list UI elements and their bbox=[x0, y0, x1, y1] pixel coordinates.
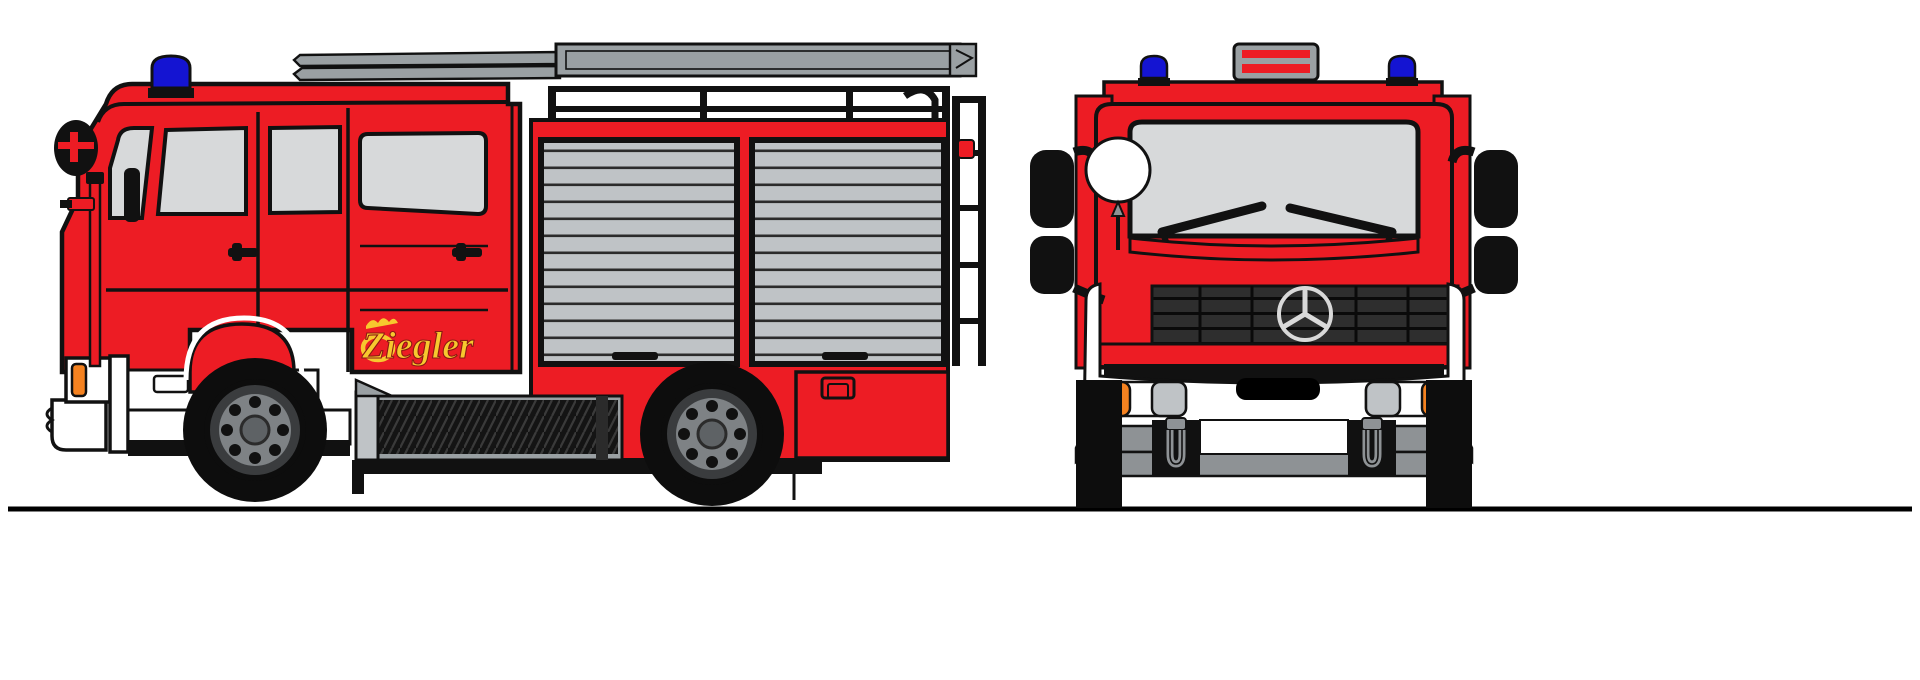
shutter-handle-rear[interactable] bbox=[822, 352, 868, 360]
cab-roof-edge bbox=[96, 100, 509, 123]
cab-roof-beacon bbox=[148, 54, 194, 98]
shutter-handle-front[interactable] bbox=[612, 352, 658, 360]
roof-ladder-front bbox=[1232, 42, 1320, 82]
mud-flap bbox=[352, 460, 364, 494]
grille bbox=[1150, 284, 1460, 346]
rear-locker bbox=[794, 370, 950, 460]
door-window-rear bbox=[268, 124, 342, 216]
tow-hook-right bbox=[1361, 417, 1383, 468]
door-handle-rear[interactable] bbox=[452, 243, 482, 261]
front-bumper-front bbox=[1074, 417, 1474, 478]
side-view: Ziegler bbox=[45, 42, 986, 506]
wheel-arch-trim-front bbox=[183, 315, 305, 381]
windshield-pillar-detail bbox=[124, 168, 140, 222]
door-handle-front[interactable] bbox=[228, 243, 258, 261]
mirror-arm bbox=[54, 120, 104, 368]
windshield-front bbox=[1127, 119, 1421, 239]
tow-hook-left bbox=[1165, 417, 1187, 468]
beacon-right bbox=[1386, 54, 1418, 86]
wheel-front bbox=[183, 358, 327, 502]
tire-right bbox=[1426, 380, 1472, 508]
door-window-third bbox=[358, 130, 488, 217]
skirt-shadow bbox=[1104, 364, 1444, 382]
side-marker bbox=[70, 362, 88, 398]
roof-rail bbox=[548, 86, 950, 128]
ziegler-logo: Ziegler bbox=[360, 318, 476, 368]
rear-ladder bbox=[952, 96, 986, 366]
door-window-front bbox=[155, 125, 248, 216]
emblem bbox=[1277, 286, 1333, 342]
ziegler-logo-text: Ziegler bbox=[361, 325, 475, 367]
search-light bbox=[1084, 136, 1152, 250]
beacon-left bbox=[1138, 54, 1170, 86]
license-plate-recess bbox=[1236, 378, 1320, 400]
front-view bbox=[1030, 42, 1518, 508]
roof-ladder bbox=[292, 42, 978, 82]
cowl-band bbox=[1128, 236, 1420, 262]
shutter-front bbox=[538, 137, 740, 367]
shutter-rear bbox=[749, 137, 947, 367]
tire-left bbox=[1076, 380, 1122, 508]
wheel-rear bbox=[640, 362, 784, 506]
running-board bbox=[354, 378, 624, 462]
